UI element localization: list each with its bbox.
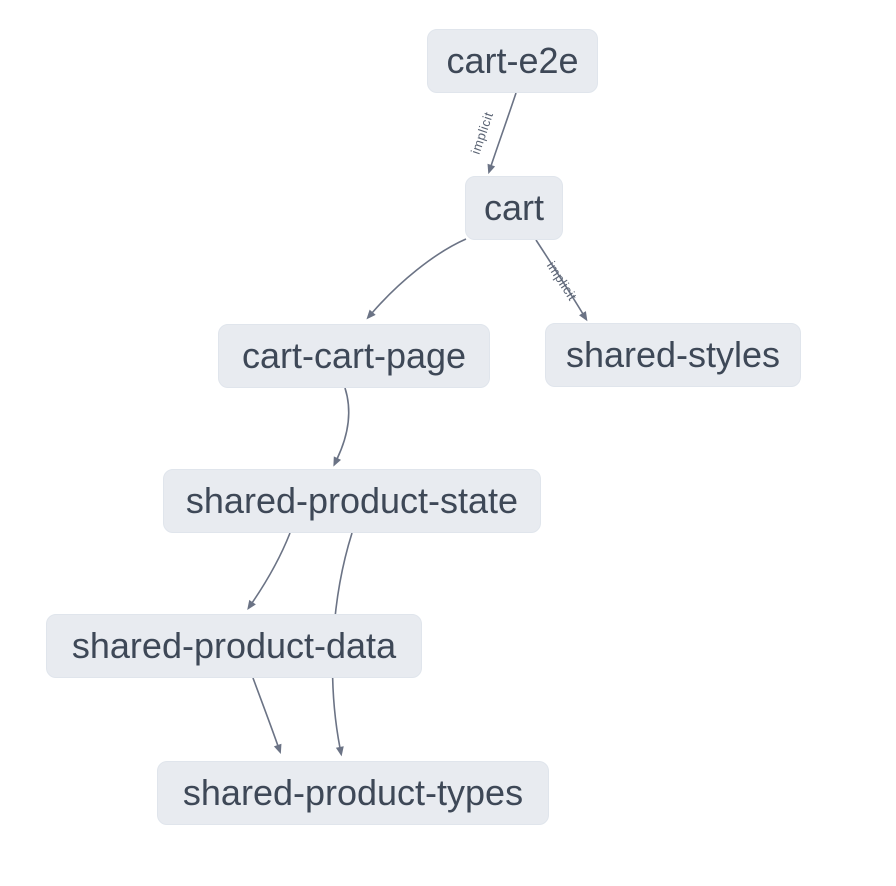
node-shared-product-types[interactable]: shared-product-types — [157, 761, 549, 825]
node-shared-styles[interactable]: shared-styles — [545, 323, 801, 387]
edge-label-implicit: implicit — [468, 110, 496, 156]
node-cart-e2e[interactable]: cart-e2e — [427, 29, 598, 93]
node-shared-product-state[interactable]: shared-product-state — [163, 469, 541, 533]
edge-label-implicit: implicit — [544, 259, 580, 304]
edge-cart-e2e-to-cart: implicit — [468, 92, 517, 175]
edge-shared-product-state-to-shared-product-data — [247, 532, 291, 611]
node-cart-cart-page[interactable]: cart-cart-page — [218, 324, 490, 388]
node-shared-product-data[interactable]: shared-product-data — [46, 614, 422, 678]
edge-cart-to-cart-cart-page — [366, 238, 467, 320]
edge-shared-product-data-to-shared-product-types — [252, 677, 282, 755]
edge-cart-to-shared-styles: implicit — [535, 239, 588, 322]
node-cart[interactable]: cart — [465, 176, 563, 240]
edge-cart-cart-page-to-shared-product-state — [333, 387, 350, 467]
